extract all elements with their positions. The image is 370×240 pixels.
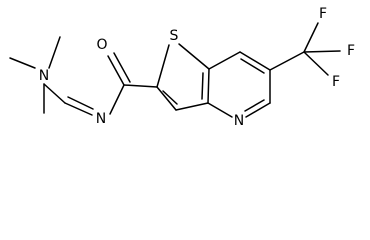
bond-c3a-c7a (207, 68, 210, 104)
atom-pyridine-n: N (234, 113, 244, 129)
bond-methyl-to-n (48, 36, 61, 69)
atom-carbonyl-o: O (96, 37, 107, 53)
atom-labels: N N O S N F F F (39, 6, 355, 129)
atom-fluorine-top: F (319, 6, 327, 22)
atom-imine-n: N (96, 111, 106, 127)
bond-c-o-double-a (107, 55, 125, 86)
bond-methyl-upper (9, 57, 36, 69)
bonds (9, 22, 341, 118)
bond-c-o-double-b (113, 52, 131, 83)
bond-c5-n4 (245, 102, 271, 118)
bond-c3-c3a (175, 102, 209, 111)
bond-ch-n-double-a (64, 102, 93, 116)
bond-c7a-c7 (208, 51, 241, 70)
bond-c6-cf3 (269, 51, 305, 71)
bond-carbonyl-c2 (123, 84, 158, 88)
molecule-structure: N N O S N F F F (9, 6, 355, 129)
bond-c7-c6 (239, 51, 271, 71)
bond-c7-c6-inner (240, 58, 265, 74)
bond-c2-c3-inner (162, 90, 178, 105)
bond-c3a-c7a-inner (201, 72, 204, 100)
atom-fluorine-bottom: F (332, 74, 340, 90)
atom-amine-n: N (39, 68, 49, 84)
bond-c5-n4-inner (244, 99, 265, 112)
bond-c2-s (156, 44, 170, 88)
bond-s-c7a (178, 43, 210, 70)
bond-n-ch (43, 83, 66, 104)
atom-fluorine-right: F (347, 43, 355, 59)
bond-ch-n-double-b (67, 96, 94, 110)
bond-cf3-f-top (303, 22, 319, 53)
bond-cf3-f-bottom (303, 51, 329, 76)
bond-c2-c3 (156, 86, 177, 111)
atom-thiophene-s: S (170, 28, 179, 44)
bond-n4-c3a (207, 102, 233, 118)
bond-cf3-f-right (303, 50, 341, 53)
bond-n-carbonyl (109, 84, 125, 115)
